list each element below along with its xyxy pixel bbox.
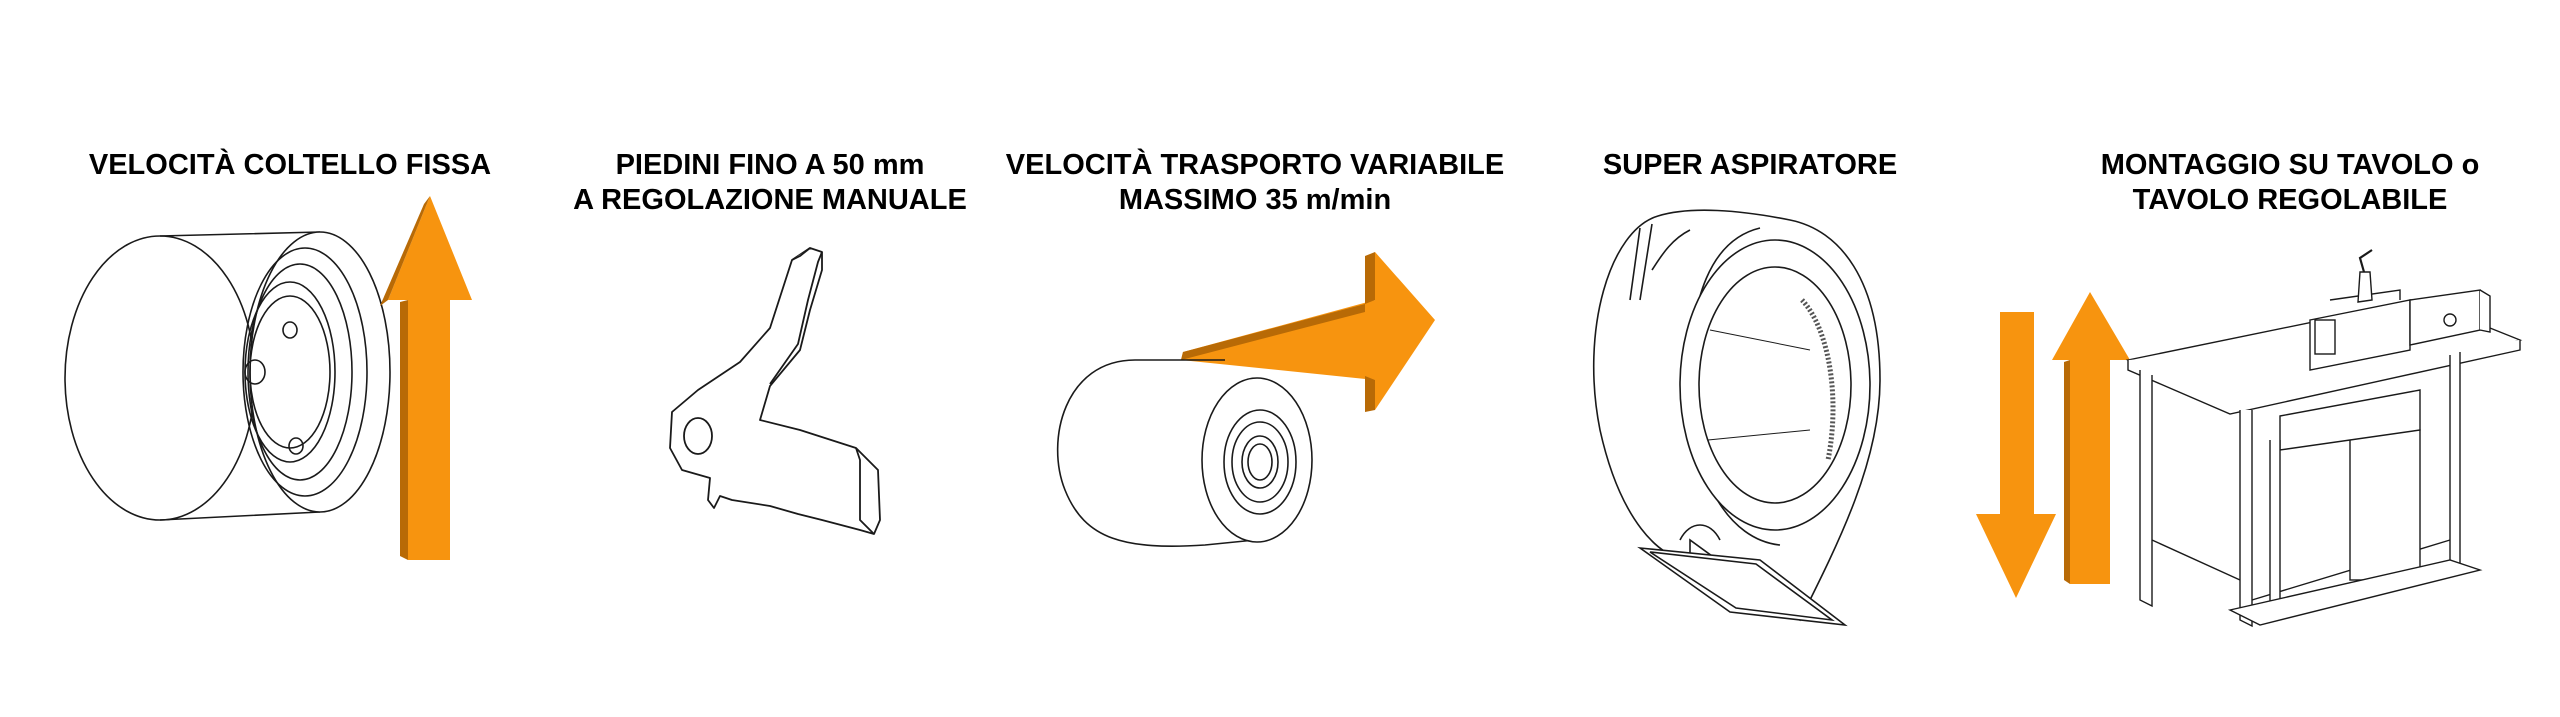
feature-super-aspirator: SUPER ASPIRATORE (1540, 0, 1960, 717)
feature-title: VELOCITÀ TRASPORTO VARIABILE MASSIMO 35 … (1005, 149, 1505, 216)
arrow-up-icon (388, 196, 472, 560)
feature-table-mounting: MONTAGGIO SU TAVOLO o TAVOLO REGOLABILE (1976, 0, 2540, 717)
feature-variable-feed-speed: VELOCITÀ TRASPORTO VARIABILE MASSIMO 35 … (995, 0, 1515, 717)
arrow-up-icon (2052, 292, 2130, 584)
blower-icon (1592, 209, 1881, 627)
feature-presser-foot: PIEDINI FINO A 50 mm A REGOLAZIONE MANUA… (560, 0, 980, 717)
machine-table-icon (1976, 249, 2523, 628)
feed-roller-icon (1056, 252, 1435, 547)
presser-foot-icon (669, 247, 881, 535)
arrow-right-icon (1181, 252, 1435, 412)
arrow-down-icon (1976, 312, 2056, 598)
knife-pulley-icon (64, 196, 472, 560)
feature-title: SUPER ASPIRATORE (1602, 149, 1898, 181)
feature-title: MONTAGGIO SU TAVOLO o TAVOLO REGOLABILE (2100, 149, 2480, 216)
feature-fixed-knife-speed: VELOCITÀ COLTELLO FISSA (60, 0, 520, 717)
feature-title: VELOCITÀ COLTELLO FISSA (88, 149, 492, 181)
feature-title: PIEDINI FINO A 50 mm A REGOLAZIONE MANUA… (573, 149, 967, 216)
